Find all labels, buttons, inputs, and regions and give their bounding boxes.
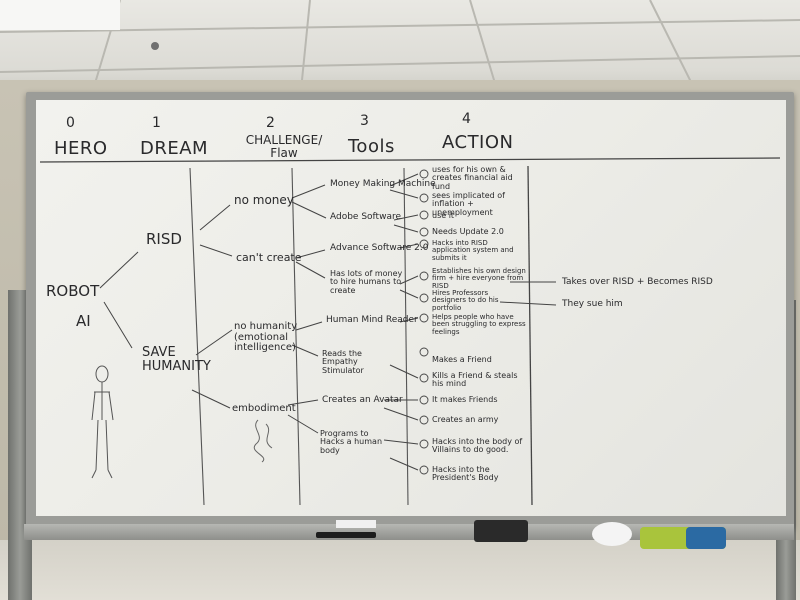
action-creates-army: Creates an army bbox=[432, 415, 499, 424]
action-it-makes-friends: It makes Friends bbox=[432, 395, 498, 404]
marker-icon bbox=[316, 532, 376, 538]
action-needs-update: Needs Update 2.0 bbox=[432, 227, 504, 236]
action-hire-professors: Hires Professors designers to do his por… bbox=[432, 289, 499, 312]
challenge-no-money: no money bbox=[234, 193, 294, 207]
tool-creates-avatar: Creates an Avatar bbox=[322, 395, 403, 405]
outcome-takes-over-risd: Takes over RISD + Becomes RISD bbox=[562, 277, 713, 287]
flow-arrows bbox=[99, 173, 557, 471]
action-help-people: Helps people who have been struggling to… bbox=[432, 313, 526, 336]
column-line-1 bbox=[189, 167, 205, 506]
dream-risd: RISD bbox=[146, 230, 182, 248]
action-makes-friend: Makes a Friend bbox=[432, 355, 492, 364]
embodiment-sketch bbox=[253, 419, 273, 463]
dream-save-humanity: SAVE HUMANITY bbox=[142, 345, 211, 374]
challenge-cant-create: can't create bbox=[236, 251, 302, 264]
robot-sketch bbox=[91, 365, 114, 479]
action-use-it: use it bbox=[432, 211, 455, 220]
header-tools: Tools bbox=[348, 136, 395, 157]
header-divider bbox=[39, 157, 781, 163]
challenge-embodiment: embodiment bbox=[232, 403, 296, 414]
action-hack-president: Hacks into the President's Body bbox=[432, 465, 499, 483]
header-4-number: 4 bbox=[462, 111, 471, 127]
hero-title: ROBOT bbox=[46, 282, 100, 300]
ceiling-grid bbox=[0, 0, 800, 101]
column-line-2 bbox=[291, 167, 301, 506]
header-2-number: 2 bbox=[266, 115, 275, 131]
whiteboard-surface bbox=[36, 100, 786, 516]
header-dream: DREAM bbox=[140, 138, 209, 159]
marker-cap-icon bbox=[336, 520, 376, 528]
tool-hire-humans: Has lots of money to hire humans to crea… bbox=[330, 269, 403, 295]
hero-subtitle: AI bbox=[76, 312, 91, 330]
tool-money-making-machine: Money Making Machine bbox=[330, 179, 436, 189]
outcome-they-sue-him: They sue him bbox=[562, 299, 623, 309]
action-kills-friend: Kills a Friend & steals his mind bbox=[432, 371, 518, 389]
header-0-number: 0 bbox=[66, 115, 75, 131]
tool-adobe-software: Adobe Software bbox=[330, 212, 402, 222]
tool-empathy-stimulator: Reads the Empathy Stimulator bbox=[322, 349, 364, 375]
column-line-3 bbox=[403, 167, 409, 506]
tool-advance-software: Advance Software 2.0 bbox=[330, 243, 429, 253]
tool-human-mind-reader: Human Mind Reader bbox=[326, 315, 418, 325]
action-inflation: sees implicated of inflation + unemploym… bbox=[432, 191, 505, 217]
action-financial-aid: uses for his own & creates financial aid… bbox=[432, 165, 513, 191]
header-hero: HERO bbox=[54, 138, 108, 159]
header-3-number: 3 bbox=[360, 113, 369, 129]
sprinkler-icon bbox=[151, 42, 159, 50]
action-design-firm: Establishes his own design firm + hire e… bbox=[432, 267, 526, 290]
challenge-no-humanity: no humanity (emotional intelligence) bbox=[234, 321, 298, 353]
action-hack-villains: Hacks into the body of Villains to do go… bbox=[432, 437, 523, 455]
tissue-icon bbox=[592, 522, 632, 546]
ceiling-light bbox=[0, 0, 120, 30]
eraser-icon bbox=[474, 520, 528, 542]
column-line-4 bbox=[527, 165, 533, 506]
action-hack-risd: Hacks into RISD application system and s… bbox=[432, 239, 514, 262]
floor bbox=[0, 540, 800, 600]
bullet-circles bbox=[419, 169, 429, 475]
header-challenge: CHALLENGE/ Flaw bbox=[245, 133, 323, 160]
header-action: ACTION bbox=[442, 132, 514, 153]
tool-hack-human-body: Programs to Hacks a human body bbox=[320, 429, 383, 455]
header-1-number: 1 bbox=[152, 115, 161, 131]
